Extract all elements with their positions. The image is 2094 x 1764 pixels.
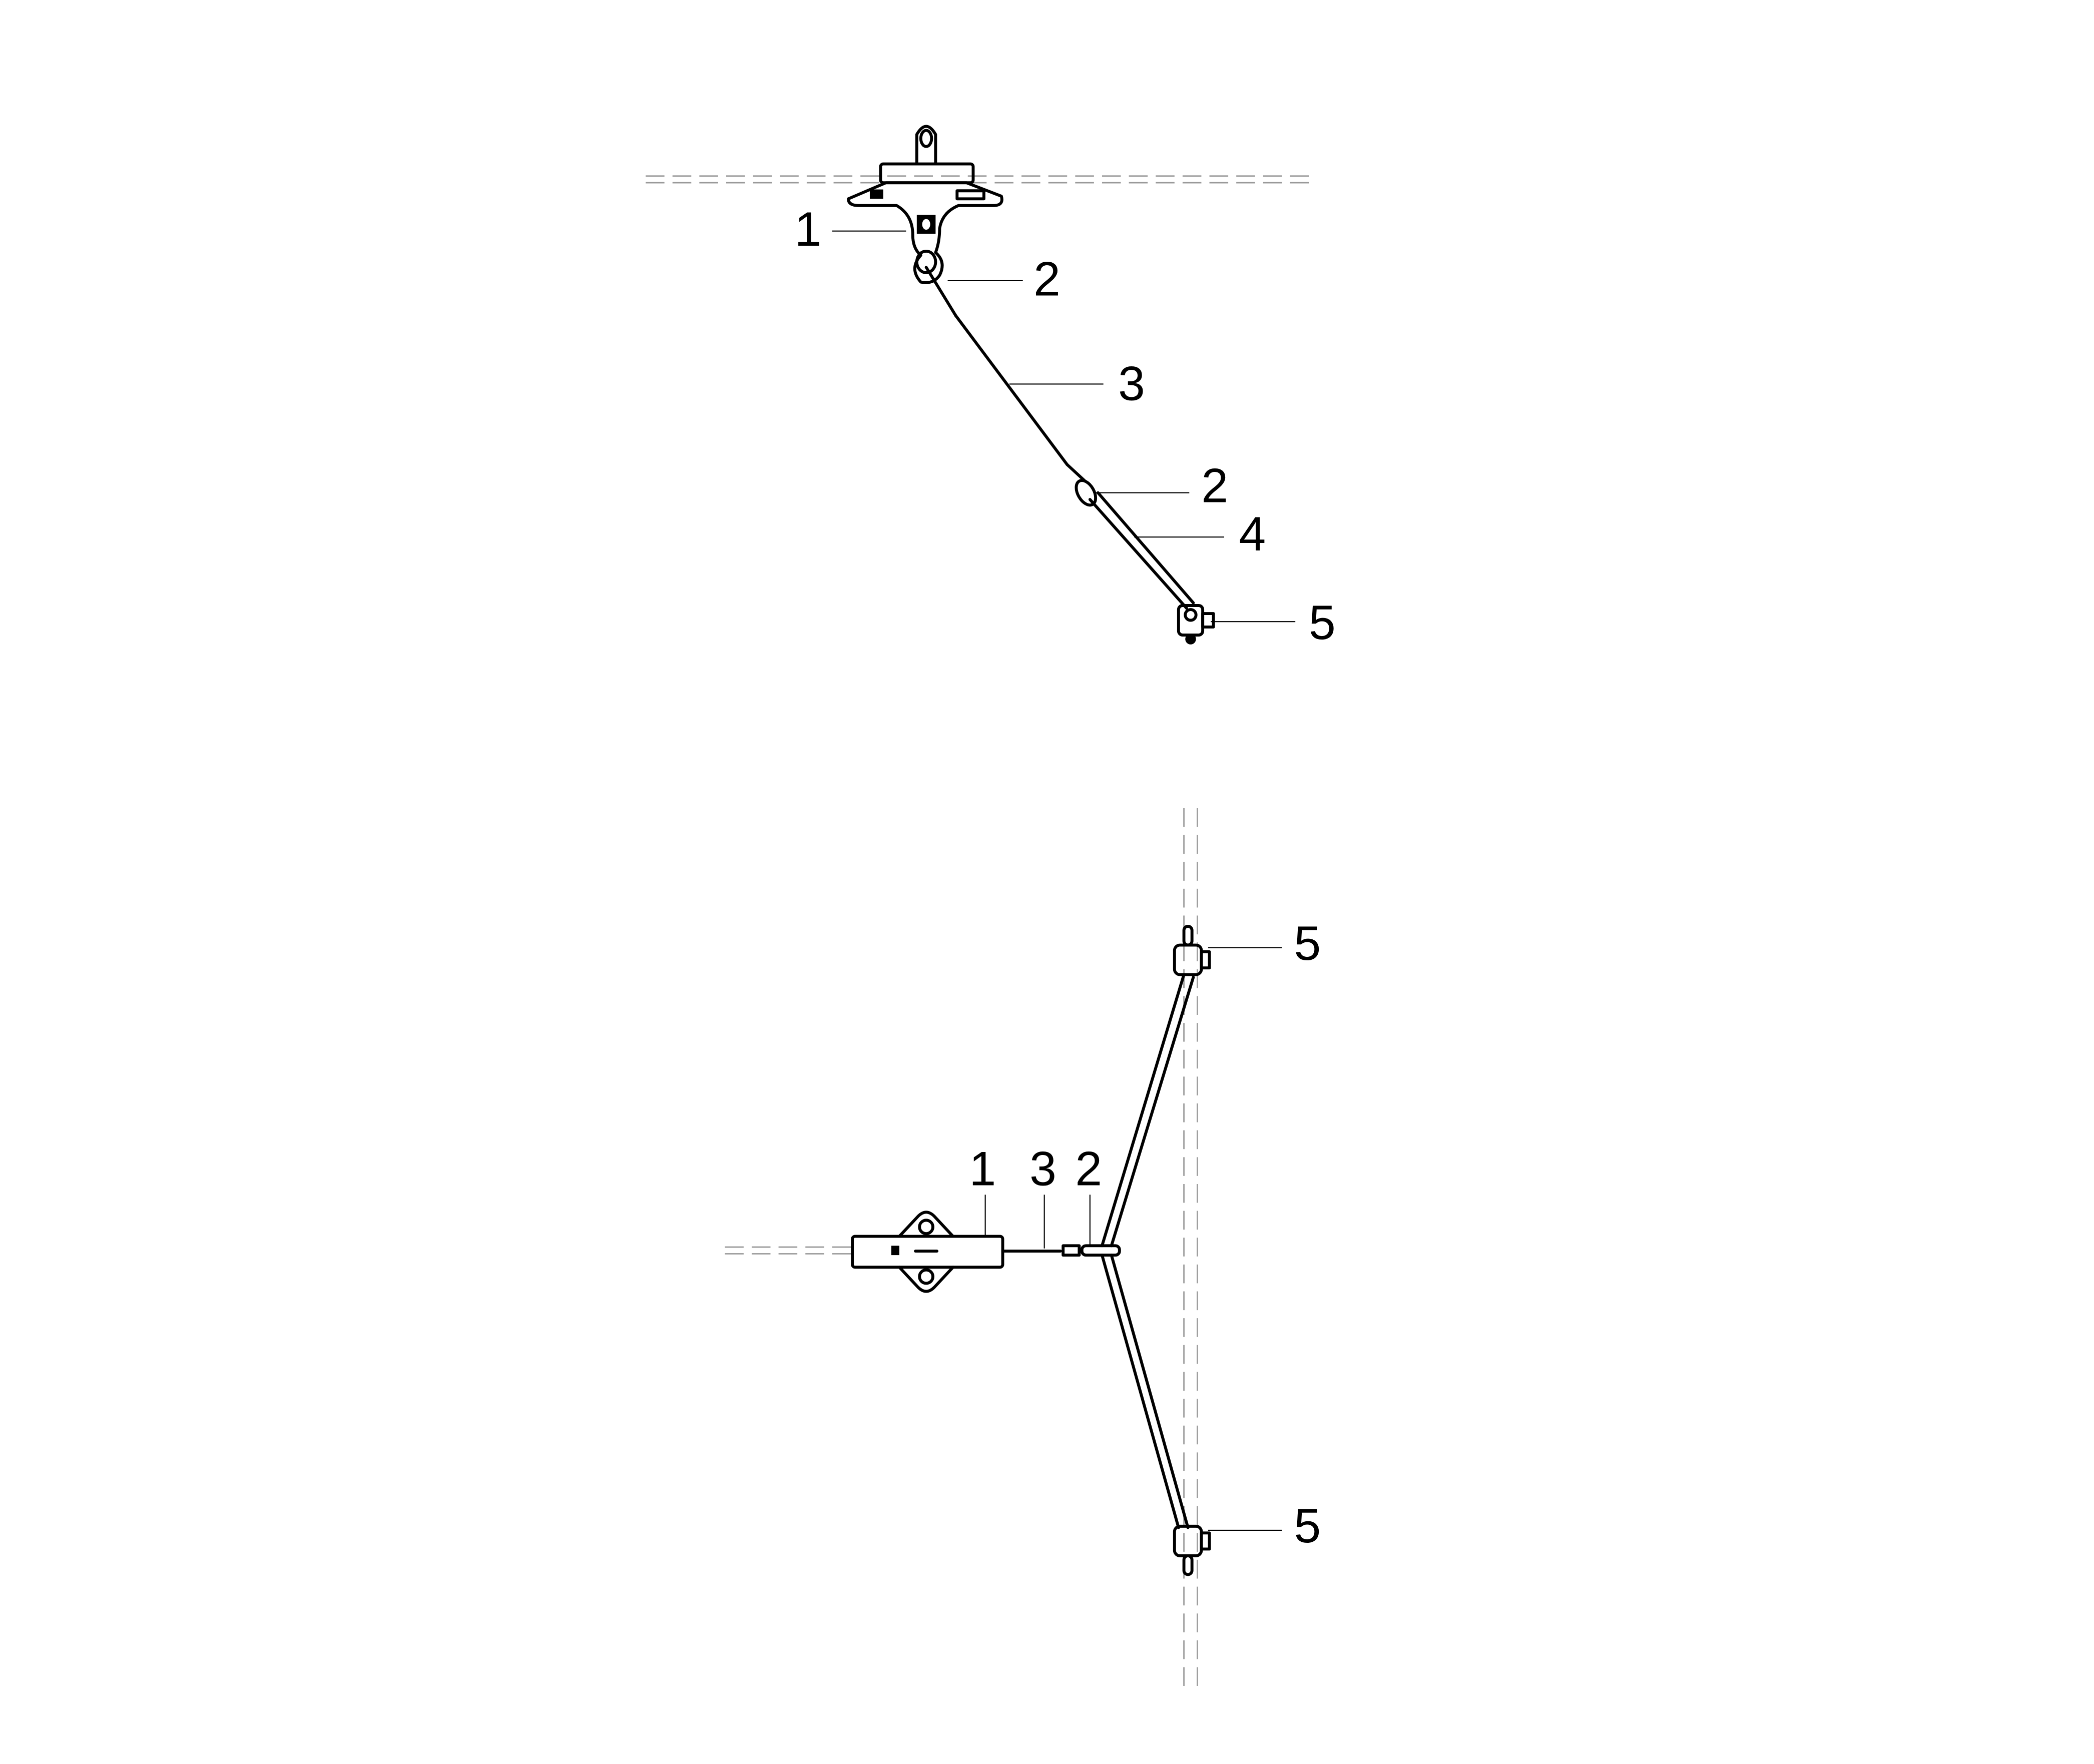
rod-upper — [1101, 973, 1195, 1248]
rod-lower — [1101, 1254, 1190, 1529]
callout-1: 1 — [969, 1142, 996, 1196]
top-view: 1 2 3 2 4 5 — [646, 125, 1336, 650]
callout-2: 2 — [1201, 459, 1228, 512]
bottom-view: 5 1 3 2 5 — [725, 808, 1321, 1694]
callout-4: 4 — [1239, 507, 1266, 561]
callout-2: 2 — [1075, 1142, 1102, 1196]
wire-rope — [924, 266, 1098, 507]
callout-2: 2 — [1033, 252, 1061, 306]
callout-leaders — [832, 230, 1296, 623]
callout-5: 5 — [1294, 1499, 1321, 1553]
callout-5: 5 — [1294, 917, 1321, 970]
anchor-bracket — [851, 1211, 1004, 1293]
clamp-upper — [1173, 925, 1211, 976]
callout-3: 3 — [1118, 357, 1145, 411]
callout-5: 5 — [1309, 596, 1336, 650]
callout-1: 1 — [795, 203, 822, 256]
clamp-lower — [1173, 1524, 1211, 1576]
clamp — [1177, 604, 1215, 645]
anchor-bracket — [847, 125, 1003, 284]
rod — [1088, 491, 1195, 610]
callout-3: 3 — [1029, 1142, 1057, 1196]
callout-leaders — [984, 947, 1282, 1531]
